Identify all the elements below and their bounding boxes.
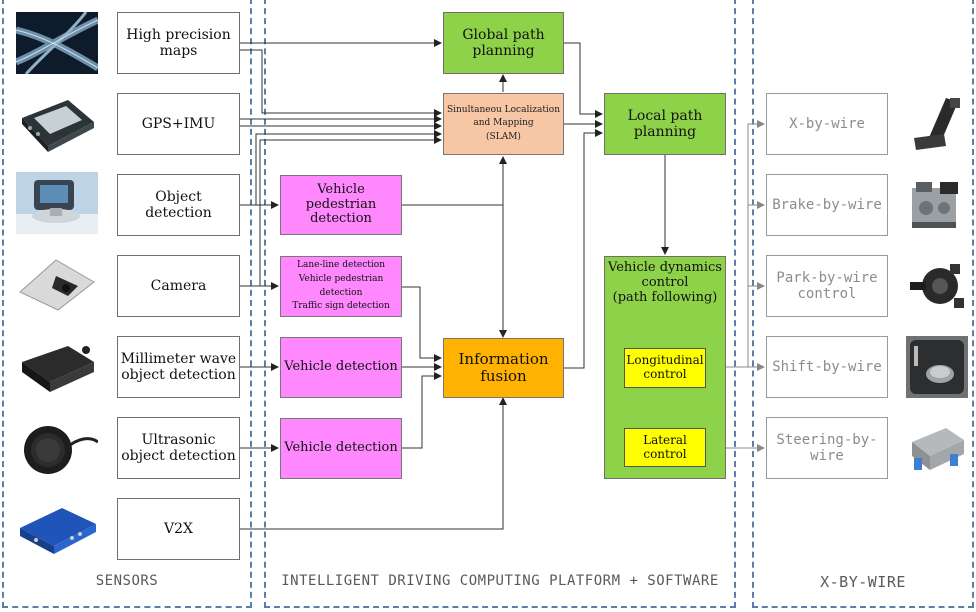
x-by-wire-box: X-by-wire: [766, 93, 888, 155]
park-by-wire-box: Park-by-wire control: [766, 255, 888, 317]
steering-by-wire-box: Steering-by-wire: [766, 417, 888, 479]
slam-box: Sinultaneou Localization and Mapping (SL…: [443, 93, 564, 155]
shift-by-wire-box: Shift-by-wire: [766, 336, 888, 398]
longitudinal-control: Longitudinal control: [624, 348, 706, 388]
sensor-ultrasonic: Ultrasonic object detection: [117, 417, 240, 479]
brake-module-icon: [906, 174, 968, 236]
global-path-planning: Global path planning: [443, 12, 564, 74]
ultrasonic-sensor-icon: [16, 418, 98, 480]
vehicle-pedestrian-detection: Vehicle pedestrian detection: [280, 175, 402, 235]
sensor-camera: Camera: [117, 255, 240, 317]
sensor-object-detection: Object detection: [117, 174, 240, 236]
sensor-v2x: V2X: [117, 498, 240, 560]
park-actuator-icon: [906, 258, 968, 316]
brake-by-wire-box: Brake-by-wire: [766, 174, 888, 236]
vehicle-dynamics-control-label: Vehicle dynamics control (path following…: [608, 260, 722, 305]
v2x-unit-icon: [16, 498, 98, 560]
camera-detections: Lane-line detection Vehicle pedestrian d…: [280, 256, 402, 317]
radar-icon: [16, 336, 98, 398]
sensors-panel-label: SENSORS: [95, 573, 159, 589]
lidar-icon: [16, 172, 98, 234]
steering-ecu-icon: [906, 418, 968, 478]
gps-device-icon: [16, 92, 98, 154]
radar-vehicle-detection: Vehicle detection: [280, 337, 402, 398]
sensor-gps-imu: GPS+IMU: [117, 93, 240, 155]
sensor-millimeter-wave: Millimeter wave object detection: [117, 336, 240, 398]
information-fusion: Information fusion: [443, 338, 564, 398]
platform-panel: [264, 0, 736, 608]
local-path-planning: Local path planning: [604, 93, 726, 155]
pedal-icon: [906, 94, 968, 154]
ultrasonic-vehicle-detection: Vehicle detection: [280, 418, 402, 479]
camera-icon: [16, 252, 98, 314]
platform-panel-label: INTELLIGENT DRIVING COMPUTING PLATFORM +…: [281, 573, 719, 589]
xbywire-panel-label: X-BY-WIRE: [820, 573, 906, 591]
map-road-icon: [16, 12, 98, 74]
sensors-panel: [2, 0, 252, 608]
xbywire-panel: [752, 0, 974, 608]
lateral-control: Lateral control: [624, 428, 706, 467]
sensor-hd-maps: High precision maps: [117, 12, 240, 74]
shifter-icon: [906, 336, 968, 398]
